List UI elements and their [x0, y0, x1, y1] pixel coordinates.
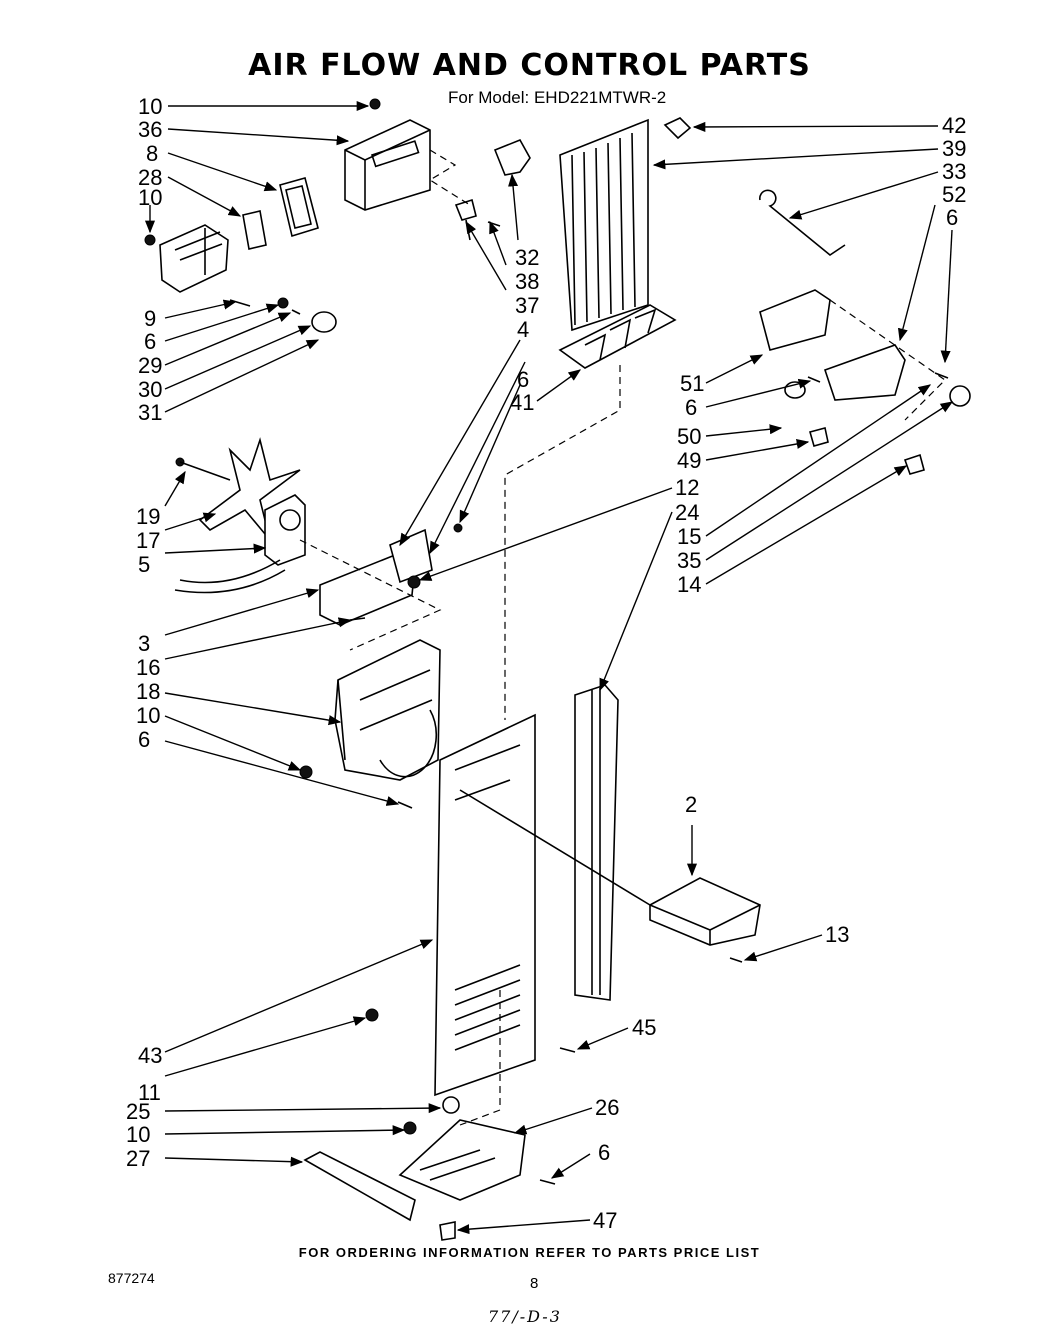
callout-number: 25	[126, 1099, 150, 1124]
callout-number: 9	[144, 306, 156, 331]
callouts-left: 10 36 8 28 10 9 6 29 30 31 19 17 5 3 16 …	[126, 94, 162, 1171]
callout-number: 6	[517, 367, 529, 392]
callout-number: 50	[677, 424, 701, 449]
callout-number: 5	[138, 552, 150, 577]
trim-strip-part	[574, 684, 619, 1001]
callout-number: 30	[138, 377, 162, 402]
callout-number: 41	[510, 390, 534, 415]
callout-number: 10	[138, 94, 162, 119]
fan-motor-part	[174, 437, 306, 594]
callout-number: 37	[515, 293, 539, 318]
air-duct-part	[558, 118, 677, 369]
callout-number: 52	[942, 182, 966, 207]
callout-number: 28	[138, 165, 162, 190]
callout-number: 43	[138, 1043, 162, 1068]
callout-number: 12	[675, 475, 699, 500]
gasket-part	[242, 177, 319, 250]
light-switch-assembly-part	[663, 117, 971, 475]
callout-number: 45	[632, 1015, 656, 1040]
callout-number: 31	[138, 400, 162, 425]
callout-number: 38	[515, 269, 539, 294]
callout-number: 26	[595, 1095, 619, 1120]
callout-number: 17	[136, 528, 160, 553]
callout-number: 14	[677, 572, 701, 597]
callout-number: 10	[126, 1122, 150, 1147]
callout-number: 8	[146, 141, 158, 166]
callout-number: 49	[677, 448, 701, 473]
callout-number: 6	[685, 395, 697, 420]
diagram-title: AIR FLOW AND CONTROL PARTS	[248, 48, 811, 83]
callout-number: 39	[942, 136, 966, 161]
callout-number: 51	[680, 371, 704, 396]
control-housing-part	[344, 98, 431, 211]
assembly-dashed-lines	[299, 149, 946, 1126]
callout-number: 33	[942, 159, 966, 184]
callout-number: 6	[138, 727, 150, 752]
callout-number: 47	[593, 1208, 617, 1233]
bottom-cover-part	[303, 1047, 576, 1241]
model-subtitle: For Model: EHD221MTWR-2	[448, 88, 667, 107]
callout-number: 27	[126, 1146, 150, 1171]
damper-bracket-part	[144, 224, 337, 333]
callout-number: 35	[677, 548, 701, 573]
leader-lines	[144, 100, 954, 1235]
fan-shroud-part	[299, 639, 441, 809]
callout-number: 16	[136, 655, 160, 680]
callout-number: 6	[598, 1140, 610, 1165]
callout-number: 6	[946, 205, 958, 230]
callout-number: 15	[677, 524, 701, 549]
callout-number: 42	[942, 113, 966, 138]
callouts-right: 42 39 33 52 6 51 6 50 49 15 35 14	[677, 113, 966, 597]
callout-number: 18	[136, 679, 160, 704]
callout-number: 29	[138, 353, 162, 378]
callout-number: 13	[825, 922, 849, 947]
ordering-info-note: FOR ORDERING INFORMATION REFER TO PARTS …	[298, 1245, 761, 1260]
callout-number: 11	[138, 1080, 161, 1105]
callout-number: 6	[144, 329, 156, 354]
callout-number: 3	[138, 631, 150, 656]
thermostat-box-part	[649, 877, 761, 963]
callout-number: 10	[138, 185, 162, 210]
document-number: 877274	[108, 1270, 155, 1286]
callout-number: 4	[517, 317, 529, 342]
callout-number: 36	[138, 117, 162, 142]
callout-number: 32	[515, 245, 539, 270]
callout-number: 19	[136, 504, 160, 529]
callout-number: 10	[136, 703, 160, 728]
page-number: 8	[530, 1275, 539, 1292]
rear-panel-part	[365, 713, 536, 1097]
callouts-center: 32 38 37 4 6 41 12 24 2 13 45 26 6 47	[510, 245, 849, 1233]
callout-number: 24	[675, 500, 699, 525]
callout-number: 2	[685, 792, 697, 817]
handwritten-code: 77/-D-3	[488, 1307, 562, 1326]
